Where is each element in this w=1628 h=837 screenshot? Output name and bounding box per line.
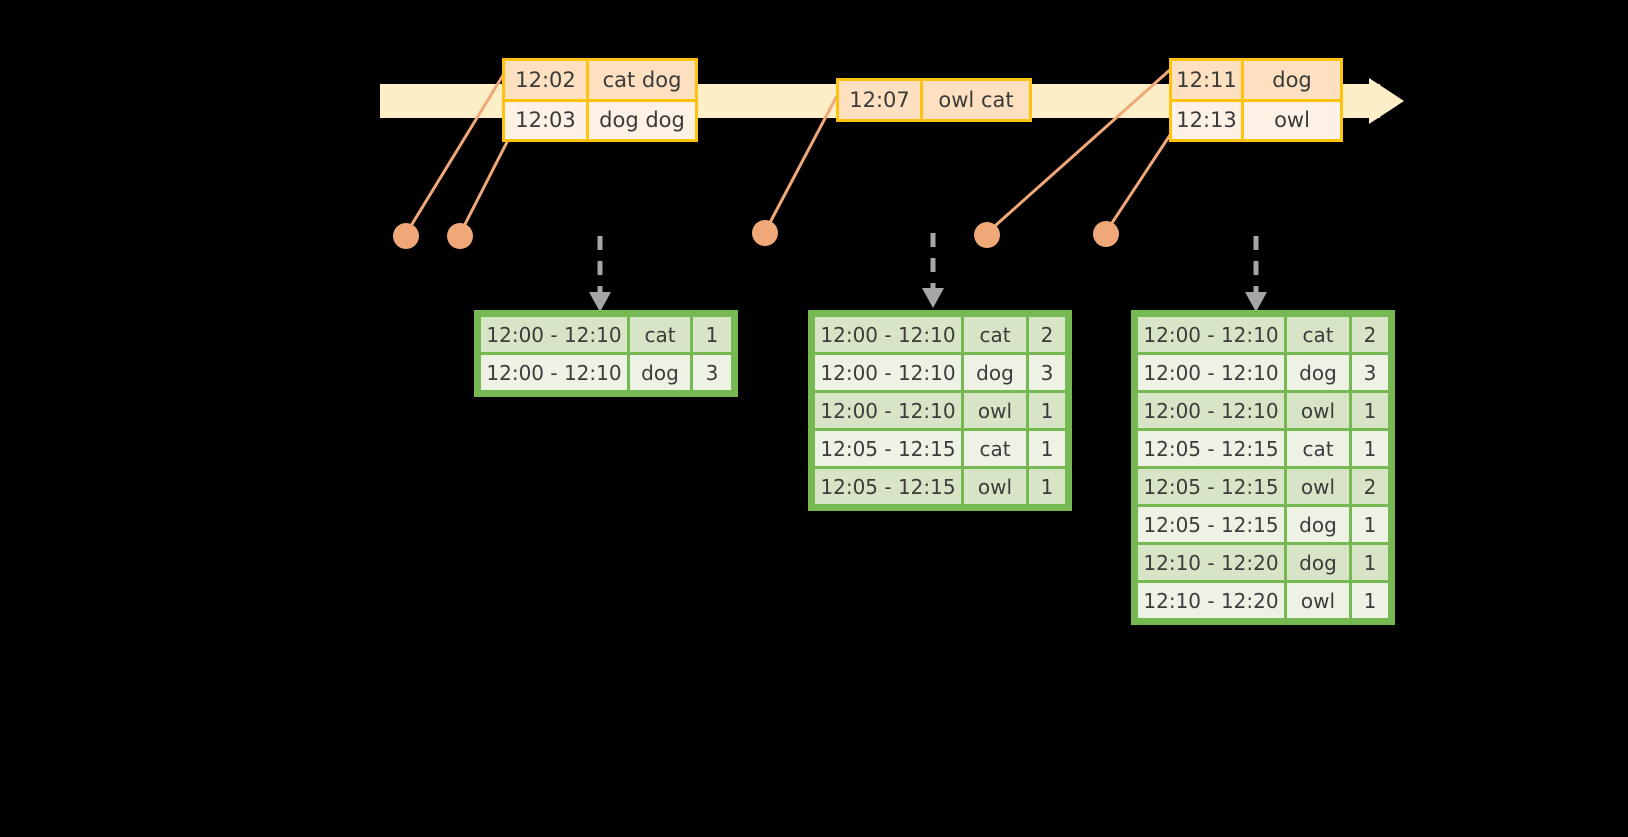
event-dot-1 [393,223,419,249]
word-cell: cat [964,317,1026,352]
table-row: 12:00 - 12:10 owl 1 [1138,393,1388,428]
table-row: 12:05 - 12:15 cat 1 [1138,431,1388,466]
word-cell: cat [1287,317,1349,352]
table-row: 12:10 - 12:20 owl 1 [1138,583,1388,618]
table-row: 12:05 - 12:15 owl 2 [1138,469,1388,504]
window-cell: 12:05 - 12:15 [1138,431,1284,466]
count-cell: 1 [1352,545,1388,580]
result-table-1[interactable]: 12:00 - 12:10 cat 1 12:00 - 12:10 dog 3 [474,310,738,397]
event-row: 12:07 owl cat [839,81,1029,119]
event-words: owl cat [923,81,1029,119]
window-cell: 12:00 - 12:10 [815,393,961,428]
event-time: 12:03 [505,101,589,139]
count-cell: 1 [1352,431,1388,466]
count-cell: 3 [693,355,731,390]
event-dot-3 [752,220,778,246]
window-cell: 12:05 - 12:15 [1138,469,1284,504]
table-row: 12:00 - 12:10 owl 1 [815,393,1065,428]
count-cell: 1 [1029,393,1065,428]
event-box-3[interactable]: 12:11 dog 12:13 owl [1169,58,1343,142]
event-row: 12:02 cat dog [505,61,695,99]
event-box-1[interactable]: 12:02 cat dog 12:03 dog dog [502,58,698,142]
event-row: 12:13 owl [1172,98,1340,139]
count-cell: 2 [1352,317,1388,352]
result-table-3[interactable]: 12:00 - 12:10 cat 2 12:00 - 12:10 dog 3 … [1131,310,1395,625]
event-time: 12:13 [1172,101,1244,139]
count-cell: 1 [1352,507,1388,542]
event-dot-4 [974,222,1000,248]
event-words: dog [1244,61,1340,99]
window-cell: 12:00 - 12:10 [815,355,961,390]
event-time: 12:11 [1172,61,1244,99]
dashed-arrow-2-head [922,288,944,308]
word-cell: owl [964,393,1026,428]
word-cell: cat [1287,431,1349,466]
word-cell: dog [1287,545,1349,580]
window-cell: 12:00 - 12:10 [481,355,627,390]
count-cell: 2 [1352,469,1388,504]
table-row: 12:00 - 12:10 dog 3 [815,355,1065,390]
count-cell: 3 [1352,355,1388,390]
word-cell: dog [1287,507,1349,542]
word-cell: owl [1287,469,1349,504]
table-row: 12:00 - 12:10 dog 3 [481,355,731,390]
timeline-arrowhead [1369,78,1404,124]
event-words: owl [1244,101,1340,139]
event-words: cat dog [589,61,695,99]
window-cell: 12:10 - 12:20 [1138,583,1284,618]
table-row: 12:10 - 12:20 dog 1 [1138,545,1388,580]
window-cell: 12:05 - 12:15 [815,431,961,466]
event-row: 12:11 dog [1172,61,1340,99]
table-row: 12:05 - 12:15 owl 1 [815,469,1065,504]
event-words: dog dog [589,101,695,139]
table-row: 12:05 - 12:15 cat 1 [815,431,1065,466]
event-box-2[interactable]: 12:07 owl cat [836,78,1032,122]
count-cell: 1 [1352,393,1388,428]
word-cell: cat [964,431,1026,466]
table-row: 12:05 - 12:15 dog 1 [1138,507,1388,542]
word-cell: cat [630,317,690,352]
window-cell: 12:05 - 12:15 [1138,507,1284,542]
count-cell: 1 [1029,431,1065,466]
word-cell: owl [1287,583,1349,618]
event-time: 12:07 [839,81,923,119]
word-cell: dog [630,355,690,390]
table-row: 12:00 - 12:10 cat 2 [1138,317,1388,352]
window-cell: 12:10 - 12:20 [1138,545,1284,580]
event-row: 12:03 dog dog [505,98,695,139]
window-cell: 12:00 - 12:10 [1138,393,1284,428]
table-row: 12:00 - 12:10 cat 2 [815,317,1065,352]
window-cell: 12:00 - 12:10 [1138,317,1284,352]
word-cell: owl [1287,393,1349,428]
window-cell: 12:00 - 12:10 [815,317,961,352]
window-cell: 12:05 - 12:15 [815,469,961,504]
count-cell: 1 [693,317,731,352]
window-cell: 12:00 - 12:10 [481,317,627,352]
table-row: 12:00 - 12:10 dog 3 [1138,355,1388,390]
event-dot-2 [447,223,473,249]
word-cell: dog [1287,355,1349,390]
word-cell: owl [964,469,1026,504]
count-cell: 3 [1029,355,1065,390]
result-table-2[interactable]: 12:00 - 12:10 cat 2 12:00 - 12:10 dog 3 … [808,310,1072,511]
event-dot-5 [1093,221,1119,247]
count-cell: 2 [1029,317,1065,352]
word-cell: dog [964,355,1026,390]
window-cell: 12:00 - 12:10 [1138,355,1284,390]
table-row: 12:00 - 12:10 cat 1 [481,317,731,352]
dashed-arrow-1-head [589,292,611,312]
count-cell: 1 [1029,469,1065,504]
event-time: 12:02 [505,61,589,99]
dashed-arrow-3-head [1245,292,1267,312]
count-cell: 1 [1352,583,1388,618]
